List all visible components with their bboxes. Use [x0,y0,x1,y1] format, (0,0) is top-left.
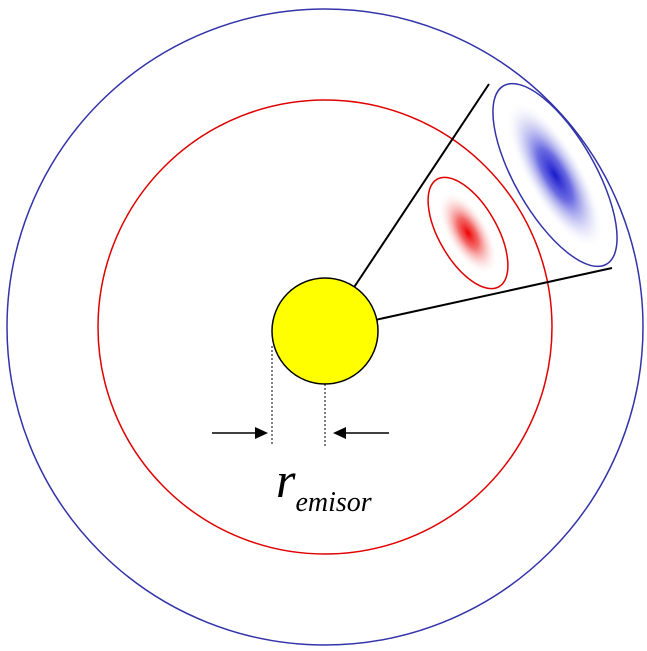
outer-sphere-circle [6,8,644,646]
radius-label-subscript: emisor [295,487,371,518]
radius-label-main: r [276,452,296,508]
radius-arrow-left [212,427,268,439]
radius-arrow-right [333,427,389,439]
radius-label: remisor [276,452,372,518]
emitter-circle [271,277,379,385]
inner-sphere-circle [97,99,553,555]
outer-emission-lobe [492,82,618,268]
inner-emission-lobe [427,176,509,290]
